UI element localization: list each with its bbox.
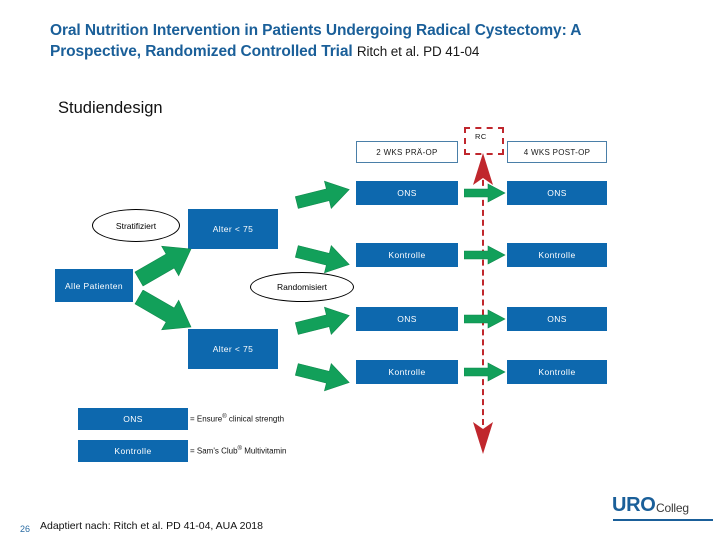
arm-4-post: Kontrolle — [507, 360, 607, 384]
page-number: 26 — [20, 524, 31, 534]
legend-kontrolle-equals: = Sam's Club — [190, 446, 238, 456]
arrow-stratum2-to-arm3 — [294, 306, 350, 335]
arrow-arm-3-cross — [464, 309, 506, 329]
legend-kontrolle-product: Multivitamin — [241, 446, 287, 456]
logo-underline-bar — [613, 519, 713, 522]
arm-1-pre: ONS — [356, 181, 458, 205]
arm-3-pre: ONS — [356, 307, 458, 331]
pre-op-header: 2 WKS PRÄ-OP — [356, 141, 458, 163]
page-title-bold: Oral Nutrition Intervention in Patients … — [50, 22, 581, 61]
arm-1-post: ONS — [507, 181, 607, 205]
ellipse-randomisiert: Randomisiert — [250, 272, 354, 302]
page-title-citation: Ritch et al. PD 41-04 — [356, 44, 480, 60]
post-op-header: 4 WKS POST-OP — [507, 141, 607, 163]
arm-3-post: ONS — [507, 307, 607, 331]
legend-kontrolle-regmark: ® — [237, 446, 242, 452]
legend-label-kontrolle: = Sam's Club® Multivitamin — [190, 446, 286, 456]
arrow-stratum1-to-arm2 — [294, 245, 350, 274]
arm-2-pre: Kontrolle — [356, 243, 458, 267]
legend-ons-regmark: ® — [222, 414, 227, 420]
arrow-stratum2-to-arm4 — [294, 363, 350, 392]
legend-ons-equals: = Ensure — [190, 414, 223, 424]
logo-secondary-text: Colleg — [656, 501, 689, 515]
legend-ons-product: clinical strength — [226, 414, 285, 424]
node-stratum-1: Alter < 75 — [188, 209, 278, 249]
slide-subtitle: Studiendesign — [58, 99, 163, 117]
arrow-arm-2-cross — [464, 245, 506, 265]
rc-timeline-line — [482, 160, 484, 435]
rc-event-label: RC — [475, 132, 487, 141]
source-citation: Adaptiert nach: Ritch et al. PD 41-04, A… — [40, 520, 263, 532]
arm-2-post: Kontrolle — [507, 243, 607, 267]
rc-event-box — [464, 127, 504, 155]
arrow-arm-1-cross — [464, 183, 506, 203]
legend-label-ons: = Ensure® clinical strength — [190, 414, 284, 424]
node-alle-patienten: Alle Patienten — [55, 269, 133, 302]
ellipse-stratifiziert: Stratifiziert — [92, 209, 180, 242]
uro-colleg-logo: URO Colleg — [612, 494, 720, 524]
arm-4-pre: Kontrolle — [356, 360, 458, 384]
page-title: Oral Nutrition Intervention in Patients … — [50, 20, 675, 62]
legend-swatch-kontrolle: Kontrolle — [78, 440, 188, 462]
arrow-stratum1-to-arm1 — [294, 180, 350, 209]
arrow-arm-4-cross — [464, 362, 506, 382]
legend-swatch-ons: ONS — [78, 408, 188, 430]
logo-primary-text: URO — [612, 494, 656, 516]
node-stratum-2: Alter < 75 — [188, 329, 278, 369]
